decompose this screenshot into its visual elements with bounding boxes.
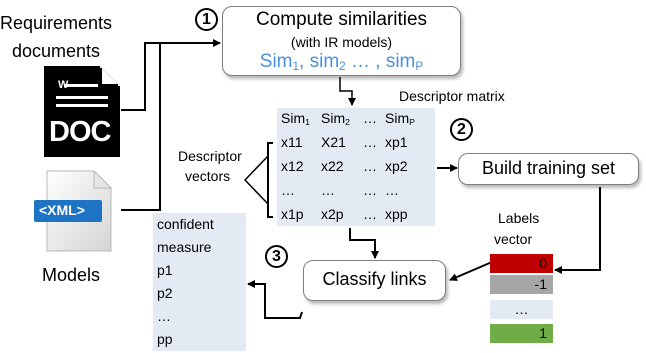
output-item: pp [157,331,173,347]
output-item: confident [157,216,214,232]
labels-to-classify-arrow [449,261,493,281]
labels-vector: 0 -1 … 1 [490,250,553,346]
matrix-cell: x11 [281,134,303,150]
label-cell: 0 [490,254,553,273]
matrix-cell: x2p [321,206,344,222]
models-to-compute-line [121,43,161,211]
models-label: Models [42,265,101,285]
matrix-cell: xp2 [385,158,408,174]
matrix-cell: x12 [281,158,304,174]
xml-icon-label: <XML> [39,202,85,218]
matrix-cell: xp1 [385,134,408,150]
classify-links-box: Classify links [303,260,446,301]
svg-text:W: W [58,79,69,91]
matrix-cell: … [363,206,377,222]
output-item: measure [157,239,212,255]
requirements-label-line2: documents [12,41,101,61]
matrix-header-3: … [363,110,377,126]
matrix-header-2: Sim2 [321,110,350,128]
confidence-output-list: confident measure p1 p2 … pp [153,213,246,351]
step-3-number: 3 [265,245,288,268]
matrix-cell: … [363,158,377,174]
labels-vector-title-line2: vector [494,231,533,247]
descriptor-vectors-label-line2: vectors [185,168,231,184]
label-cell: -1 [490,275,553,294]
compute-to-matrix-arrow [339,77,356,106]
descriptor-matrix: Sim1 Sim2 … SimP x11 X21 … xp1 x12 x22 …… [277,108,435,226]
descriptor-brace-lines [243,155,269,205]
matrix-cell: … [321,182,335,198]
classify-to-output-arrow [247,280,303,319]
descriptor-vectors-label-line1: Descriptor [178,148,242,164]
matrix-cell: xpp [385,206,408,222]
compute-title: Compute similarities [255,9,428,30]
matrix-cell: x1p [281,206,304,222]
matrix-to-classify-arrow [349,228,379,259]
label-cell: 1 [490,324,553,343]
doc-file-icon: W DOC [44,66,120,157]
compute-similarities-box: Compute similarities (with IR models) Si… [222,6,461,76]
matrix-cell: … [363,134,377,150]
xml-file-icon: <XML> [34,170,112,252]
matrix-cell: X21 [321,134,346,150]
matrix-cell: … [281,182,295,198]
labels-vector-title-line1: Labels [498,210,540,226]
matrix-cell: … [363,182,377,198]
doc-icon-label: DOC [49,116,111,148]
matrix-cell: … [385,182,399,198]
output-item: … [157,308,171,324]
requirements-label-line1: Requirements [0,13,113,33]
descriptor-matrix-label: Descriptor matrix [399,88,505,104]
build-to-labels-arrow [554,187,601,274]
step-2-number: 2 [450,118,473,141]
similarity-list: Sim1, sim2 … , simP [259,51,424,73]
doc-to-compute-arrow [121,39,221,111]
build-training-set-label: Build training set [481,158,616,178]
build-training-set-box: Build training set [458,153,639,185]
output-item: p1 [157,262,173,278]
descriptor-brace [267,142,273,218]
step-1-number: 1 [195,8,218,31]
output-item: p2 [157,285,173,301]
label-cell: … [490,300,553,319]
matrix-cell: x22 [321,158,344,174]
classify-links-label: Classify links [322,269,427,289]
matrix-header-4: SimP [385,110,415,128]
matrix-header-1: Sim1 [281,110,310,128]
compute-subtitle: (with IR models) [290,34,393,50]
